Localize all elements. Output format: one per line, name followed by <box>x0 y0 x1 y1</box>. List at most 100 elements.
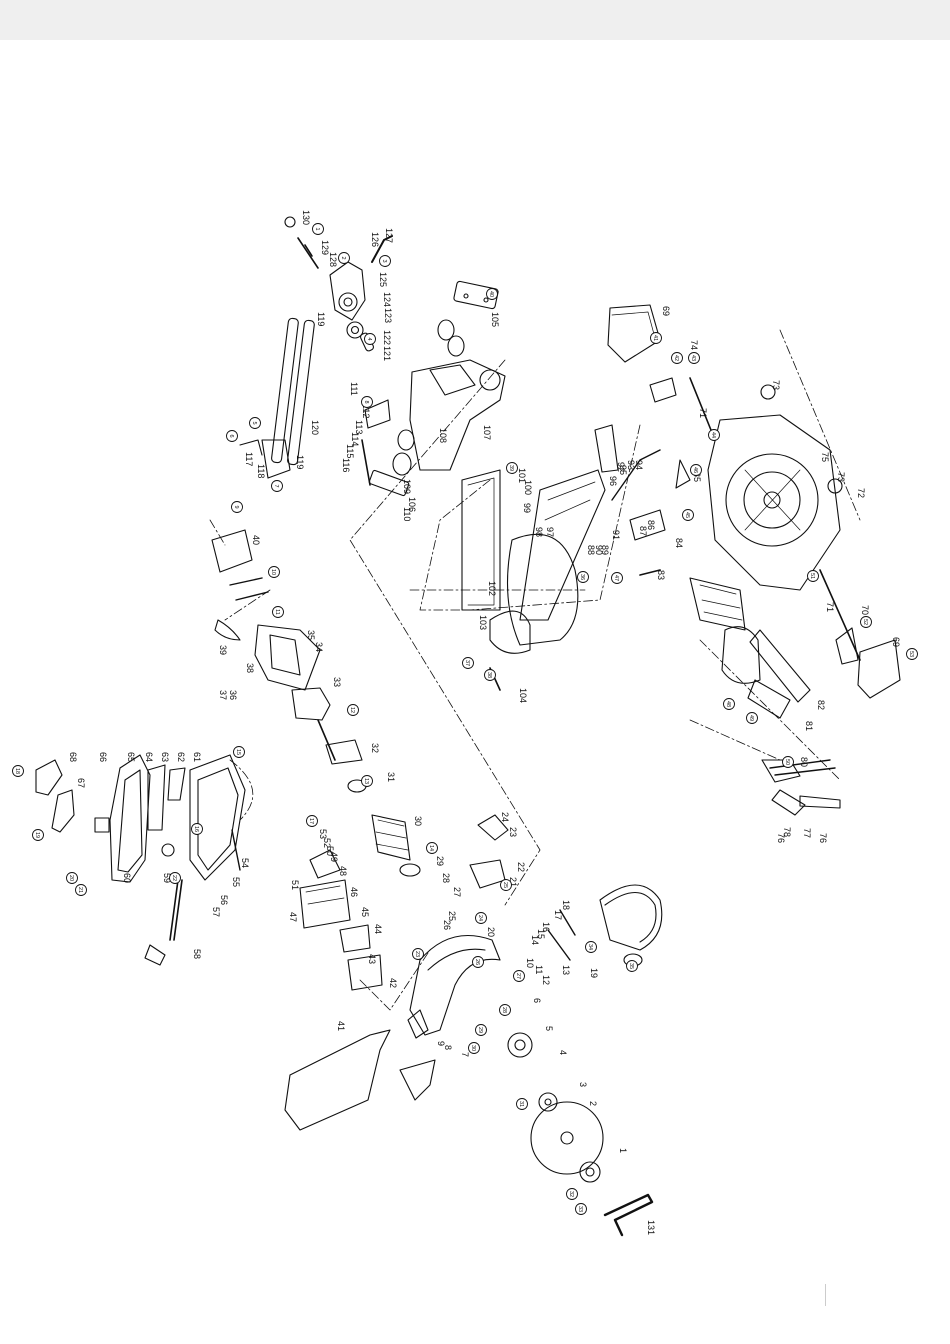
circled-marker-label: 38 <box>486 672 492 678</box>
part-callout-98: 98 <box>534 527 544 537</box>
circled-marker-label: 47 <box>613 575 619 581</box>
part-callout-37: 37 <box>218 690 228 700</box>
part-callout-89: 89 <box>600 545 610 555</box>
circled-marker-39: 39 <box>506 462 518 474</box>
circled-marker-label: 13 <box>363 778 369 784</box>
part-callout-76: 76 <box>776 833 786 843</box>
part-callout-16: 16 <box>541 922 551 932</box>
circled-marker-32: 32 <box>566 1188 578 1200</box>
callout-layer: 1301291281271261251241231221211201191191… <box>68 210 901 1235</box>
circled-marker-31: 31 <box>516 1098 528 1110</box>
circled-marker-33: 33 <box>575 1203 587 1215</box>
part-callout-94: 94 <box>634 460 644 470</box>
part-callout-11: 11 <box>534 965 544 974</box>
part-callout-112: 112 <box>361 404 371 418</box>
part-callout-116: 116 <box>341 458 351 472</box>
part-callout-101: 101 <box>517 468 527 483</box>
part-callout-82: 82 <box>816 700 826 710</box>
circled-marker-label: 2 <box>340 256 346 259</box>
part-callout-48: 48 <box>338 866 348 876</box>
part-callout-49: 49 <box>329 852 339 862</box>
part-callout-61: 61 <box>192 752 202 762</box>
part-callout-58: 58 <box>192 949 202 959</box>
part-callout-128: 128 <box>328 252 338 267</box>
circled-marker-46: 46 <box>690 464 702 476</box>
circled-marker-9: 9 <box>231 501 243 513</box>
part-callout-93: 93 <box>626 460 636 470</box>
part-callout-91: 91 <box>611 530 621 540</box>
circled-marker-label: 52 <box>862 619 868 625</box>
part-callout-123: 123 <box>383 308 393 323</box>
part-callout-108: 108 <box>438 428 448 443</box>
part-callout-121: 121 <box>382 346 392 361</box>
part-callout-53: 53 <box>318 829 328 839</box>
part-callout-66: 66 <box>98 752 108 762</box>
fence-arm-assembly <box>461 424 691 691</box>
circled-marker-22: 22 <box>169 872 181 884</box>
circled-marker-label: 10 <box>270 569 276 575</box>
part-callout-99: 99 <box>522 503 532 513</box>
circled-marker-label: 36 <box>579 574 585 580</box>
part-callout-69: 69 <box>661 306 671 316</box>
circled-marker-41: 41 <box>650 332 662 344</box>
circled-marker-label: 14 <box>428 845 434 851</box>
circled-marker-10: 10 <box>268 566 280 578</box>
circled-marker-50: 50 <box>782 756 794 768</box>
circled-marker-label: 53 <box>908 651 914 657</box>
circled-marker-label: 39 <box>508 465 514 471</box>
part-callout-45: 45 <box>360 907 370 917</box>
part-callout-3: 3 <box>578 1082 588 1087</box>
part-callout-117: 117 <box>244 452 254 466</box>
part-callout-114: 114 <box>350 432 360 446</box>
part-callout-72: 72 <box>856 488 866 498</box>
part-callout-31: 31 <box>386 772 396 782</box>
circled-marker-label: 35 <box>628 963 634 969</box>
circled-marker-label: 26 <box>474 959 480 965</box>
blade-guard-assembly <box>284 814 663 1237</box>
part-callout-110: 110 <box>402 507 412 521</box>
part-callout-71: 71 <box>825 602 835 612</box>
circled-marker-label: 46 <box>692 467 698 473</box>
top-bar <box>0 0 950 40</box>
circled-marker-label: 34 <box>587 944 593 950</box>
part-callout-115: 115 <box>345 444 355 458</box>
part-callout-10: 10 <box>525 958 535 968</box>
part-callout-21: 21 <box>508 877 518 887</box>
circled-marker-15: 15 <box>233 746 245 758</box>
part-callout-19: 19 <box>589 968 599 978</box>
part-callout-20: 20 <box>486 927 496 937</box>
part-callout-71: 71 <box>698 408 708 418</box>
part-callout-54: 54 <box>240 858 250 868</box>
circled-marker-label: 28 <box>501 1007 507 1013</box>
part-callout-131: 131 <box>646 1220 656 1235</box>
part-callout-76: 76 <box>818 833 828 843</box>
part-callout-33: 33 <box>332 677 342 687</box>
part-callout-51: 51 <box>290 880 300 890</box>
part-callout-50: 50 <box>325 846 335 856</box>
circled-marker-47: 47 <box>611 572 623 584</box>
circled-marker-3: 3 <box>379 255 391 267</box>
part-callout-24: 24 <box>500 812 510 822</box>
circled-marker-37: 37 <box>462 657 474 669</box>
circled-marker-18: 18 <box>12 765 24 777</box>
circled-marker-label: 8 <box>363 400 369 403</box>
part-callout-122: 122 <box>382 330 392 345</box>
circled-marker-label: 1 <box>314 227 320 230</box>
part-callout-27: 27 <box>452 887 462 897</box>
part-callout-64: 64 <box>144 752 154 762</box>
part-callout-70: 70 <box>860 605 870 615</box>
part-callout-109: 109 <box>402 479 412 494</box>
part-callout-87: 87 <box>638 526 648 536</box>
part-callout-105: 105 <box>490 312 500 327</box>
part-callout-25: 25 <box>447 911 457 921</box>
page-edge-mark <box>825 1284 826 1306</box>
part-callout-73: 73 <box>836 472 846 482</box>
circled-marker-38: 38 <box>484 669 496 681</box>
part-callout-18: 18 <box>561 900 571 910</box>
circled-marker-29: 29 <box>475 1024 487 1036</box>
part-callout-83: 83 <box>656 570 666 580</box>
circled-marker-17: 17 <box>306 815 318 827</box>
part-callout-86: 86 <box>646 520 656 530</box>
part-callout-120: 120 <box>310 420 320 435</box>
part-callout-23: 23 <box>508 827 518 837</box>
